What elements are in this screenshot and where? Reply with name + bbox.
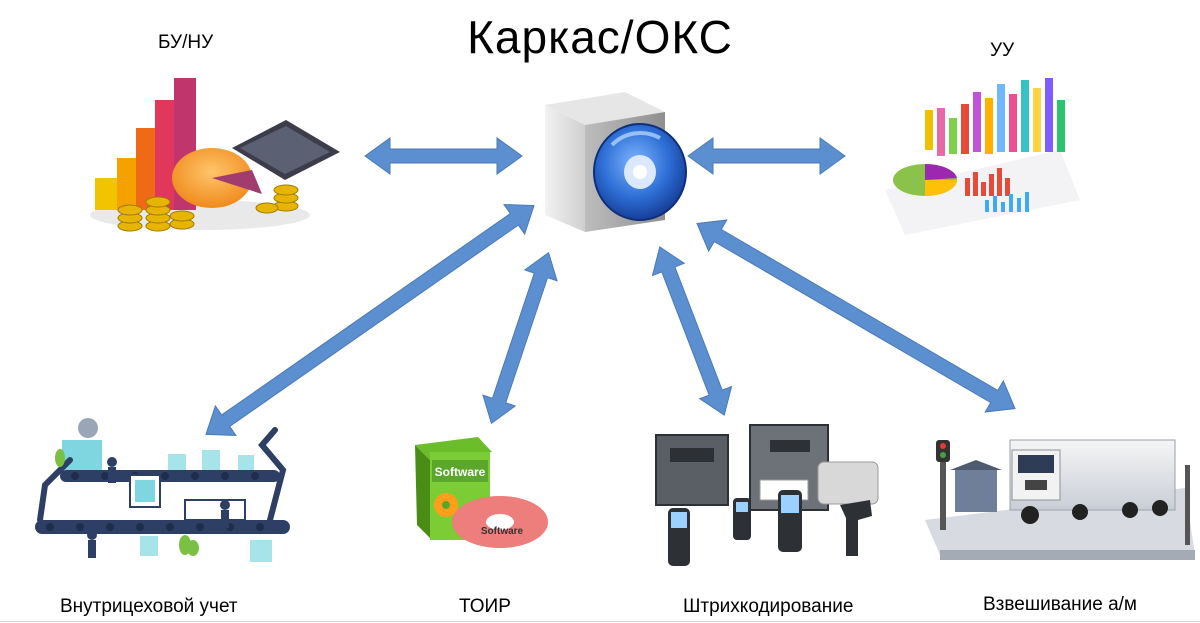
arrow-barcode bbox=[651, 246, 733, 416]
label-weighing: Взвешивание а/м bbox=[983, 594, 1137, 615]
software-box-icon bbox=[545, 92, 687, 232]
arrow-bu-nu bbox=[364, 137, 523, 175]
barcode-devices-icon bbox=[655, 424, 879, 566]
analytics-chart-icon bbox=[885, 78, 1080, 235]
label-toir: ТОИР bbox=[459, 596, 511, 617]
arrow-weighing bbox=[696, 219, 1016, 413]
toir-cd-label: Software bbox=[481, 526, 524, 537]
toir-software-icon: Software Software bbox=[415, 437, 548, 548]
arrow-workshop bbox=[205, 204, 535, 436]
arrow-toir bbox=[482, 251, 558, 425]
truck-weighing-icon bbox=[925, 439, 1195, 560]
label-workshop: Внутрицеховой учет bbox=[60, 596, 238, 617]
arrow-uu bbox=[687, 137, 846, 175]
label-bu-nu: БУ/НУ bbox=[158, 32, 214, 53]
bottom-divider bbox=[0, 621, 1200, 622]
label-uu: УУ bbox=[990, 40, 1015, 61]
toir-box-label: Software bbox=[435, 465, 486, 479]
accounting-chart-icon bbox=[90, 78, 340, 232]
label-barcode: Штрихкодирование bbox=[683, 596, 854, 617]
diagram-title: Каркас/ОКС bbox=[467, 11, 733, 63]
workshop-icon bbox=[35, 418, 290, 562]
